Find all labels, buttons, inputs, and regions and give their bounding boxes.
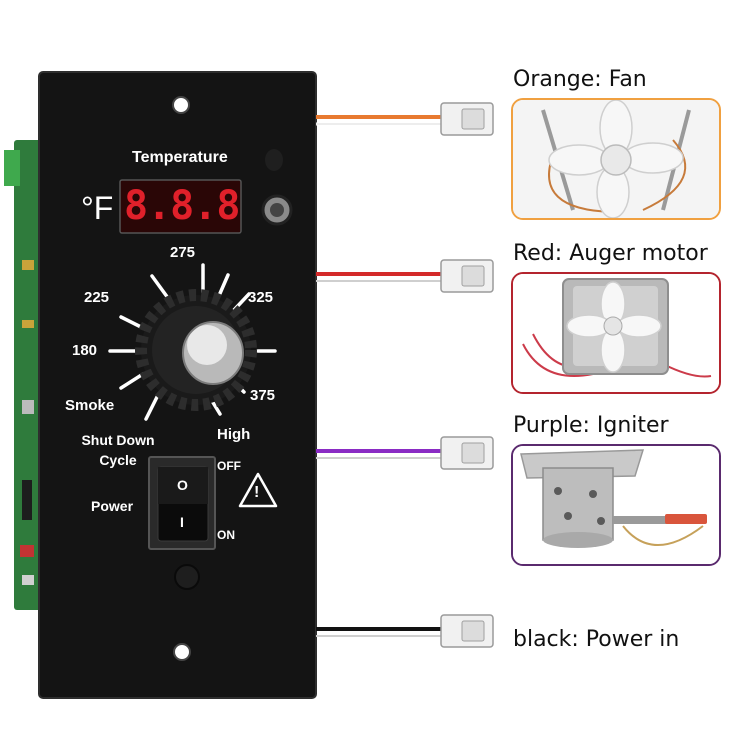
fan-title: Orange: Fan (513, 67, 647, 92)
auger-motor-icon (513, 274, 719, 392)
switch-off-label: OFF (217, 459, 241, 473)
display-value: 8.8.8 (124, 183, 240, 229)
unit-symbol: °F (81, 190, 114, 226)
switch-off-glyph: O (177, 477, 188, 493)
switch-on-label: ON (217, 528, 235, 542)
fan-icon (513, 100, 719, 218)
auger-card (511, 272, 721, 394)
dial-label-shutdown: Shut Down Cycle (80, 430, 156, 470)
shutdown-line-2: Cycle (99, 452, 137, 468)
igniter-icon (513, 446, 719, 564)
dial-label-275: 275 (170, 244, 196, 261)
fan-card (511, 98, 721, 220)
temperature-display (119, 179, 242, 234)
wire-fan (316, 115, 443, 126)
warning-glyph: ! (254, 484, 260, 501)
wire-power (316, 627, 443, 637)
wire-auger (316, 272, 443, 282)
wire-igniter (316, 449, 443, 459)
power-title: black: Power in (513, 627, 680, 652)
igniter-title: Purple: Igniter (513, 413, 669, 438)
dial-label-325: 325 (248, 289, 274, 306)
dial-label-225: 225 (84, 289, 110, 306)
auger-title: Red: Auger motor (513, 241, 708, 266)
dial-label-375: 375 (250, 387, 276, 404)
igniter-card (511, 444, 721, 566)
dial-label-smoke: Smoke (65, 397, 115, 414)
warning-icon (238, 472, 278, 508)
switch-on-glyph: I (180, 514, 184, 530)
temperature-knob (135, 289, 257, 411)
mounting-hole-bottom (173, 643, 191, 661)
temperature-label: Temperature (132, 149, 228, 166)
power-switch (148, 456, 216, 550)
dial-label-180: 180 (72, 342, 98, 359)
board-connector (4, 150, 20, 186)
shutdown-line-1: Shut Down (81, 432, 155, 448)
mounting-hole-top (172, 96, 190, 114)
power-label: Power (91, 498, 134, 514)
circuit-board (14, 140, 44, 610)
dial-label-high: High (217, 426, 251, 443)
